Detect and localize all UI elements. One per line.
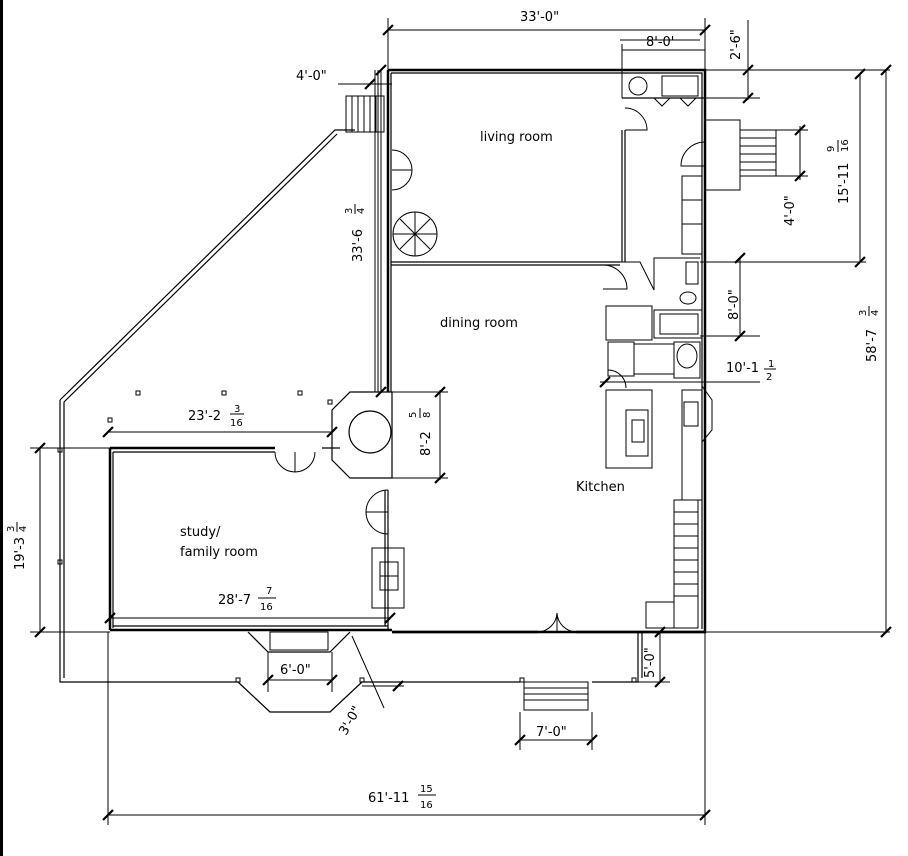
dim-kitchen-height-den: 2 [766,372,772,383]
dim-top-right-small: 2'-6" [729,29,744,60]
dim-study-bottom-num: 7 [266,586,272,597]
dim-kitchen-height-num: 1 [768,359,774,370]
dim-overall-width: 61'-11 [368,791,409,806]
dim-back-stair: 4'-0" [783,195,798,226]
dim-overall-height: 58'-7 [865,329,880,362]
left-frame-border [0,0,3,856]
dim-study-bottom-den: 16 [260,602,273,613]
dim-overall-height-num: 3 [858,310,869,316]
dimension-lines [30,18,892,825]
dim-living-height-num: 3 [344,208,355,214]
dim-bay-height: 8'-2 [419,431,434,456]
dim-top-width: 33'-0" [520,10,559,25]
dim-bay-window-width: 6'-0" [280,663,311,678]
dim-porch-step: 5'-0" [643,647,658,678]
dim-bath-height: 8'-0" [727,289,742,320]
dim-living-height: 33'-6 [351,229,366,262]
dim-bay-height-num: 5 [408,412,419,418]
dim-stair-top-left: 4'-0" [296,69,327,84]
dim-left-height: 19'-3 [13,537,28,570]
dim-overall-height-den: 4 [870,310,881,316]
family-room-label: family room [180,545,258,560]
dim-overall-width-den: 16 [420,800,433,811]
dim-study-top: 23'-2 [188,409,221,424]
stairs [345,95,777,711]
dining-room-label: dining room [440,316,518,331]
dim-living-height-den: 4 [356,208,367,214]
porch-posts [57,390,637,683]
dim-front-stair: 7'-0" [536,725,567,740]
fraction-bars [16,140,870,796]
dim-kitchen-height: 10'-1 [726,361,759,376]
dim-top-closet: 8'-0' [646,35,674,50]
dim-bay-height-den: 8 [422,412,433,418]
dim-study-top-num: 3 [234,404,240,415]
dim-overall-width-num: 15 [420,784,433,795]
doors [274,107,706,633]
dim-right-upper-den: 16 [840,139,851,152]
fixtures [371,75,713,609]
dim-study-bottom: 28'-7 [218,593,251,608]
living-room-label: living room [480,130,553,145]
study-label: study/ [180,525,221,540]
dim-left-height-num: 3 [6,526,17,532]
dim-right-upper-num: 9 [826,146,837,152]
dim-study-top-den: 16 [230,418,243,429]
kitchen-label: Kitchen [576,480,625,495]
dim-left-height-den: 4 [18,526,29,532]
dim-bay-window-depth: 3'-0" [336,704,364,738]
porch-outline [59,129,643,713]
dim-right-upper: 15'-11 [837,163,852,204]
